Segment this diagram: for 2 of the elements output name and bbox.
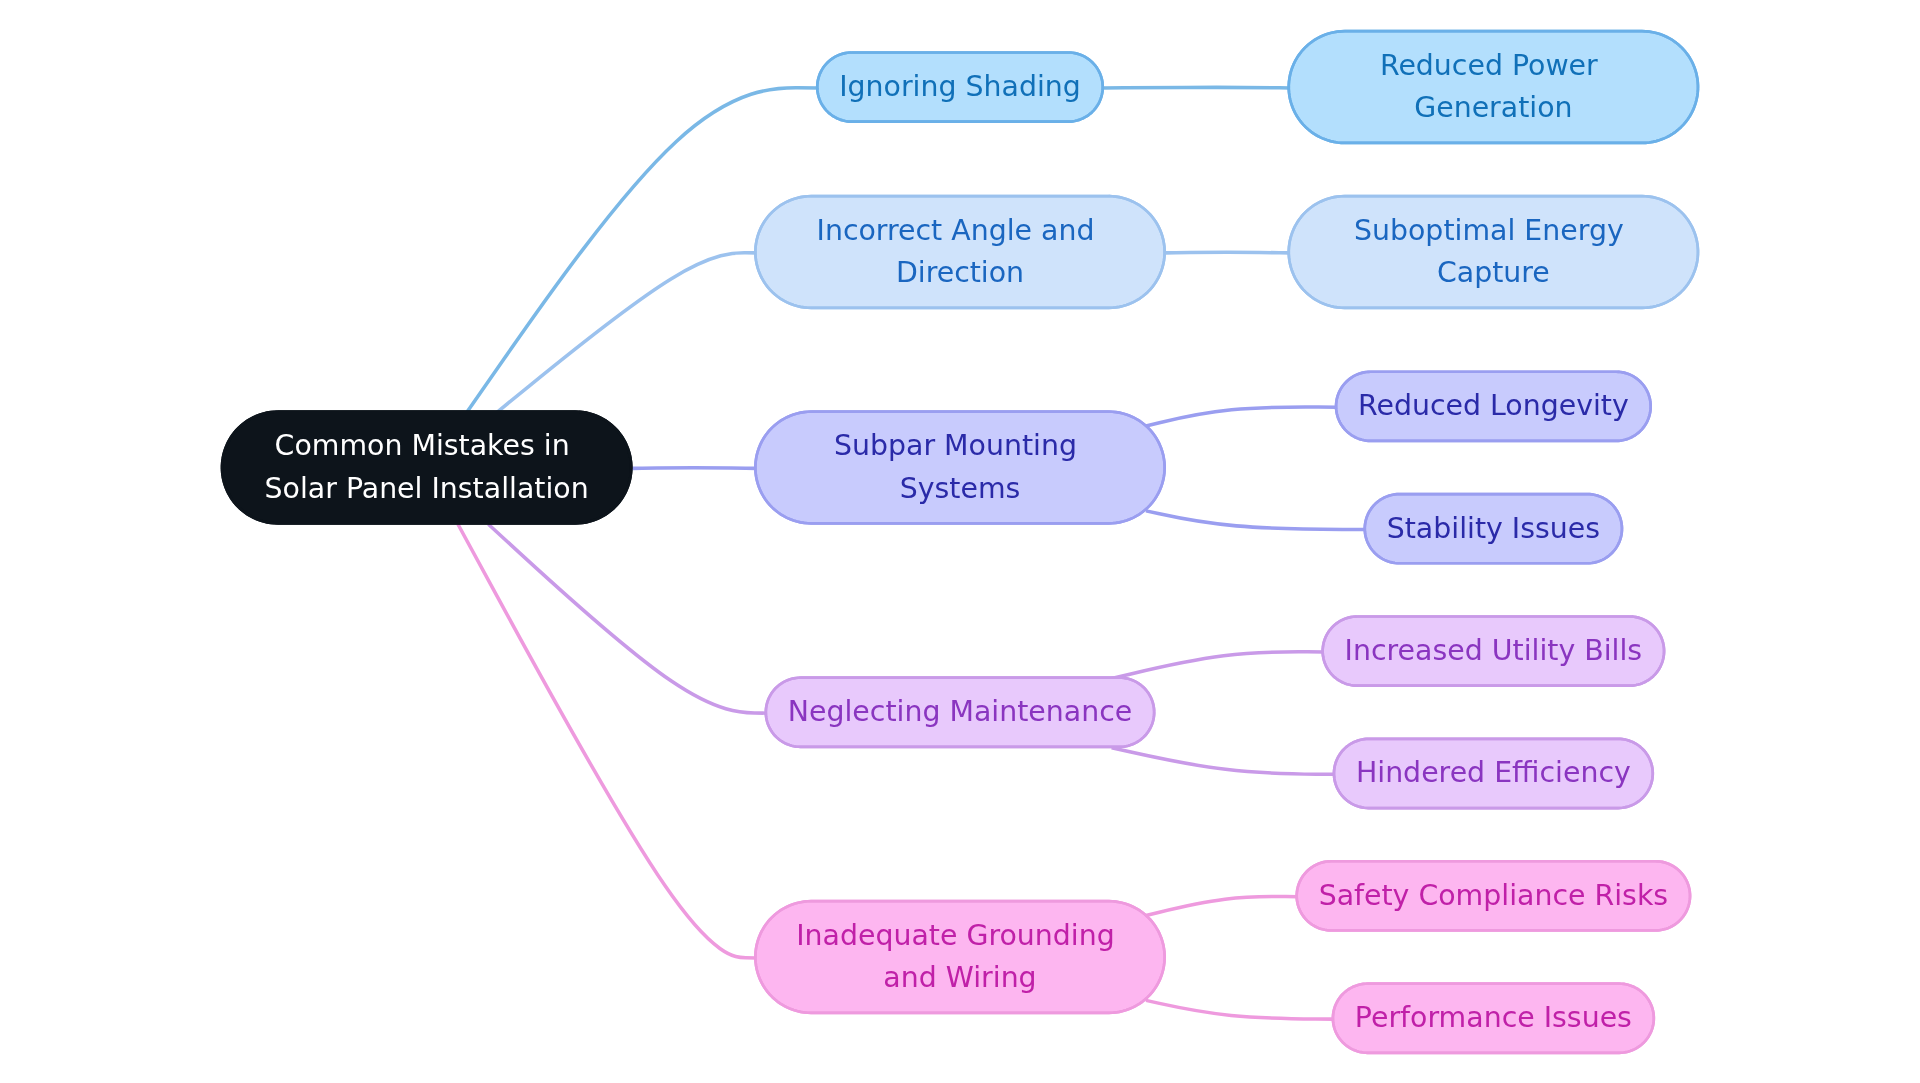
connector: [1145, 998, 1334, 1021]
connector: [1145, 404, 1337, 428]
